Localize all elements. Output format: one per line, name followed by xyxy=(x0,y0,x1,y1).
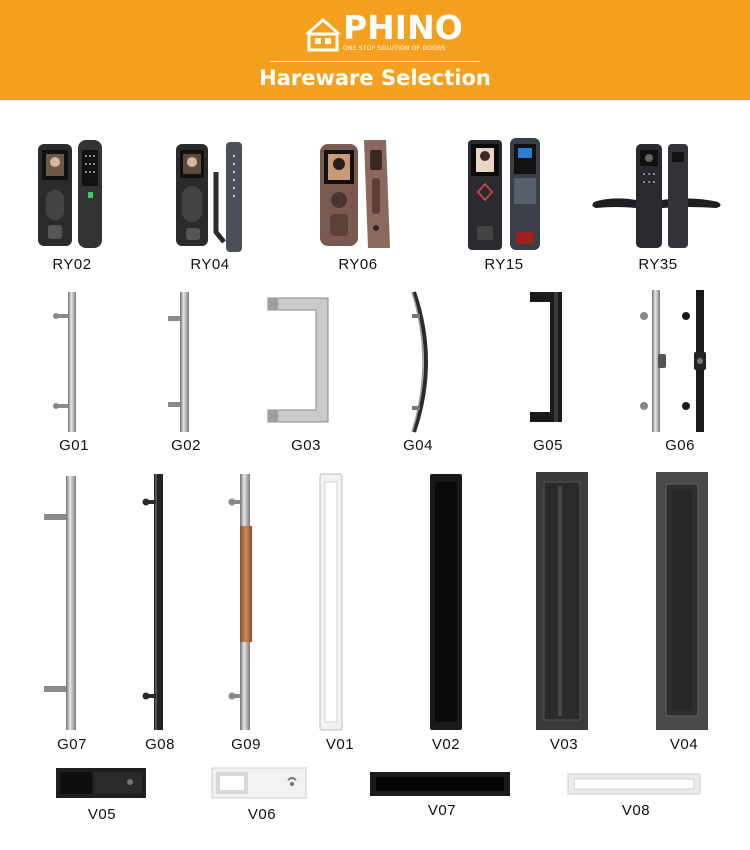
pull-handle-image xyxy=(168,292,189,432)
product-label-g06: G06 xyxy=(665,437,695,454)
product-label-g07: G07 xyxy=(57,736,87,753)
product-label-g08: G08 xyxy=(145,736,175,753)
product-label-ry06: RY06 xyxy=(338,256,378,273)
header-divider xyxy=(270,61,480,62)
product-label-v02: V02 xyxy=(431,736,461,753)
house-logo-icon xyxy=(305,18,341,52)
product-label-v08: V08 xyxy=(621,802,651,819)
product-label-ry02: RY02 xyxy=(52,256,92,273)
product-label-v01: V01 xyxy=(325,736,355,753)
smart-lock-image xyxy=(176,142,242,252)
brand-logo: PHINO ONE STOP SOLUTION OF DOORS xyxy=(303,8,463,56)
recessed-handle-image xyxy=(656,472,708,730)
product-label-g04: G04 xyxy=(403,437,433,454)
pull-handle-image xyxy=(53,292,76,432)
brand-tagline: ONE STOP SOLUTION OF DOORS xyxy=(343,45,446,52)
product-label-v07: V07 xyxy=(427,802,457,819)
flush-handle-image xyxy=(370,772,510,796)
product-label-ry15: RY15 xyxy=(484,256,524,273)
flush-handle-image xyxy=(567,773,701,795)
recessed-handle-image xyxy=(319,473,343,731)
product-label-g01: G01 xyxy=(59,437,89,454)
product-label-ry04: RY04 xyxy=(190,256,230,273)
smart-lock-image xyxy=(468,138,540,250)
pull-handle-image xyxy=(142,474,163,730)
product-label-v06: V06 xyxy=(247,806,277,823)
product-label-g03: G03 xyxy=(291,437,321,454)
product-label-v03: V03 xyxy=(549,736,579,753)
header-banner: PHINO ONE STOP SOLUTION OF DOORS Harewar… xyxy=(0,0,750,100)
product-label-v05: V05 xyxy=(87,806,117,823)
pull-handle-image xyxy=(530,292,562,422)
product-label-ry35: RY35 xyxy=(638,256,678,273)
pull-handle-image xyxy=(44,476,76,730)
recessed-handle-image xyxy=(536,472,588,730)
page-title: Hareware Selection xyxy=(259,66,491,90)
smart-lock-image xyxy=(38,140,102,248)
product-label-g05: G05 xyxy=(533,437,563,454)
product-label-g02: G02 xyxy=(171,437,201,454)
recessed-handle-image xyxy=(430,474,462,730)
product-label-g09: G09 xyxy=(231,736,261,753)
product-label-v04: V04 xyxy=(669,736,699,753)
flush-handle-image xyxy=(56,768,146,798)
flush-handle-image xyxy=(211,767,307,799)
brand-name: PHINO xyxy=(343,8,463,47)
smart-lock-image xyxy=(592,144,721,248)
smart-lock-image xyxy=(320,140,390,248)
pull-handle-image xyxy=(228,474,252,730)
pull-handle-image xyxy=(267,297,329,423)
pull-handle-image xyxy=(640,290,706,432)
pull-handle-image xyxy=(411,291,428,433)
